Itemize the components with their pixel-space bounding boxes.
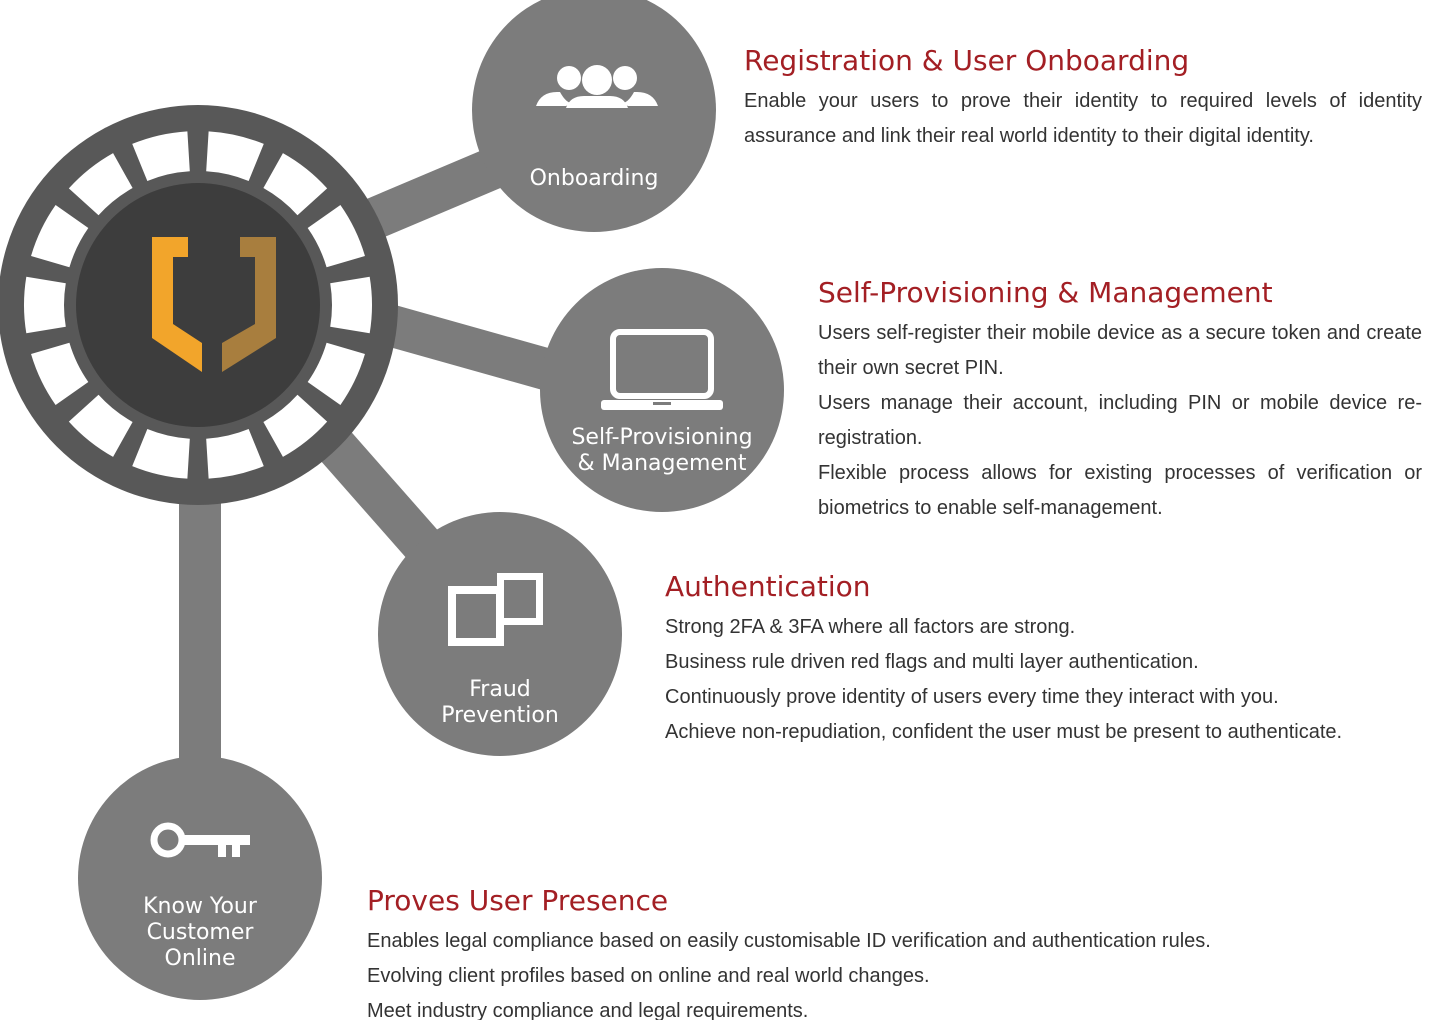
hub-ring-segment [330, 276, 372, 334]
key-icon [150, 822, 250, 858]
section-authentication: Authentication Strong 2FA & 3FA where al… [665, 570, 1421, 750]
hub-ring-segment [263, 153, 328, 216]
section-body-line: Strong 2FA & 3FA where all factors are s… [665, 616, 1076, 638]
hub-ring-segment [206, 429, 264, 479]
section-body-line: Evolving client profiles based on online… [367, 965, 930, 987]
node-onboarding [472, 0, 716, 232]
hub-ring-segment [68, 153, 133, 216]
section-registration-onboarding: Registration & User Onboarding Enable yo… [744, 44, 1422, 154]
node-self-provisioning [540, 268, 784, 512]
node-kyc [78, 756, 322, 1000]
section-body-line: Users self-register their mobile device … [818, 322, 1422, 379]
hub-ring-segment [307, 205, 365, 268]
shield-right-half [222, 237, 276, 372]
section-heading: Proves User Presence [367, 884, 669, 917]
node-kyc-circle [78, 756, 322, 1000]
hub-ring-segment [31, 205, 89, 268]
section-body-line: Achieve non-repudiation, confident the u… [665, 721, 1343, 743]
node-fraud-prevention [378, 512, 622, 756]
hub-inner-disc [76, 183, 320, 427]
section-heading: Authentication [665, 570, 871, 603]
users-group-icon [536, 65, 658, 108]
node-onboarding-circle [472, 0, 716, 232]
shield-logo-icon [152, 237, 276, 372]
hub-ring-segment [206, 131, 264, 181]
shield-left-half [152, 237, 202, 372]
hub-ring-segment [263, 394, 328, 457]
hub-ring-segment [132, 429, 190, 479]
hub [0, 105, 398, 505]
section-heading: Self-Provisioning & Management [818, 276, 1273, 309]
section-body-line: Continuously prove identity of users eve… [665, 686, 1279, 708]
hub-ring-segment [132, 131, 190, 181]
hub-ring-segment [31, 342, 89, 405]
hub-segment-ring [23, 131, 372, 479]
section-body-line: Meet industry compliance and legal requi… [367, 1000, 809, 1020]
section-self-provisioning: Self-Provisioning & Management Users sel… [818, 276, 1422, 526]
node-label-self-provisioning: Self-Provisioning & Management [571, 425, 753, 476]
hub-ring-segment [68, 394, 133, 457]
section-body-line: Users manage their account, including PI… [818, 392, 1422, 449]
section-body-line: Enables legal compliance based on easily… [367, 930, 1211, 952]
hub-ring-segment [23, 276, 66, 334]
laptop-icon [601, 329, 723, 410]
section-body-line: Enable your users to prove their identit… [744, 90, 1422, 147]
node-label-onboarding: Onboarding [529, 166, 659, 191]
section-user-presence: Proves User Presence Enables legal compl… [367, 884, 1427, 1020]
node-label-fraud-prevention: Fraud Prevention [441, 677, 559, 728]
section-body-line: Flexible process allows for existing pro… [818, 462, 1422, 519]
section-body-line: Business rule driven red flags and multi… [665, 651, 1199, 673]
node-label-kyc: Know Your Customer Online [143, 894, 257, 971]
hub-ring-segment [307, 342, 365, 405]
stacked-frames-icon [448, 573, 543, 646]
section-heading: Registration & User Onboarding [744, 44, 1190, 77]
node-self-provisioning-circle [540, 268, 784, 512]
